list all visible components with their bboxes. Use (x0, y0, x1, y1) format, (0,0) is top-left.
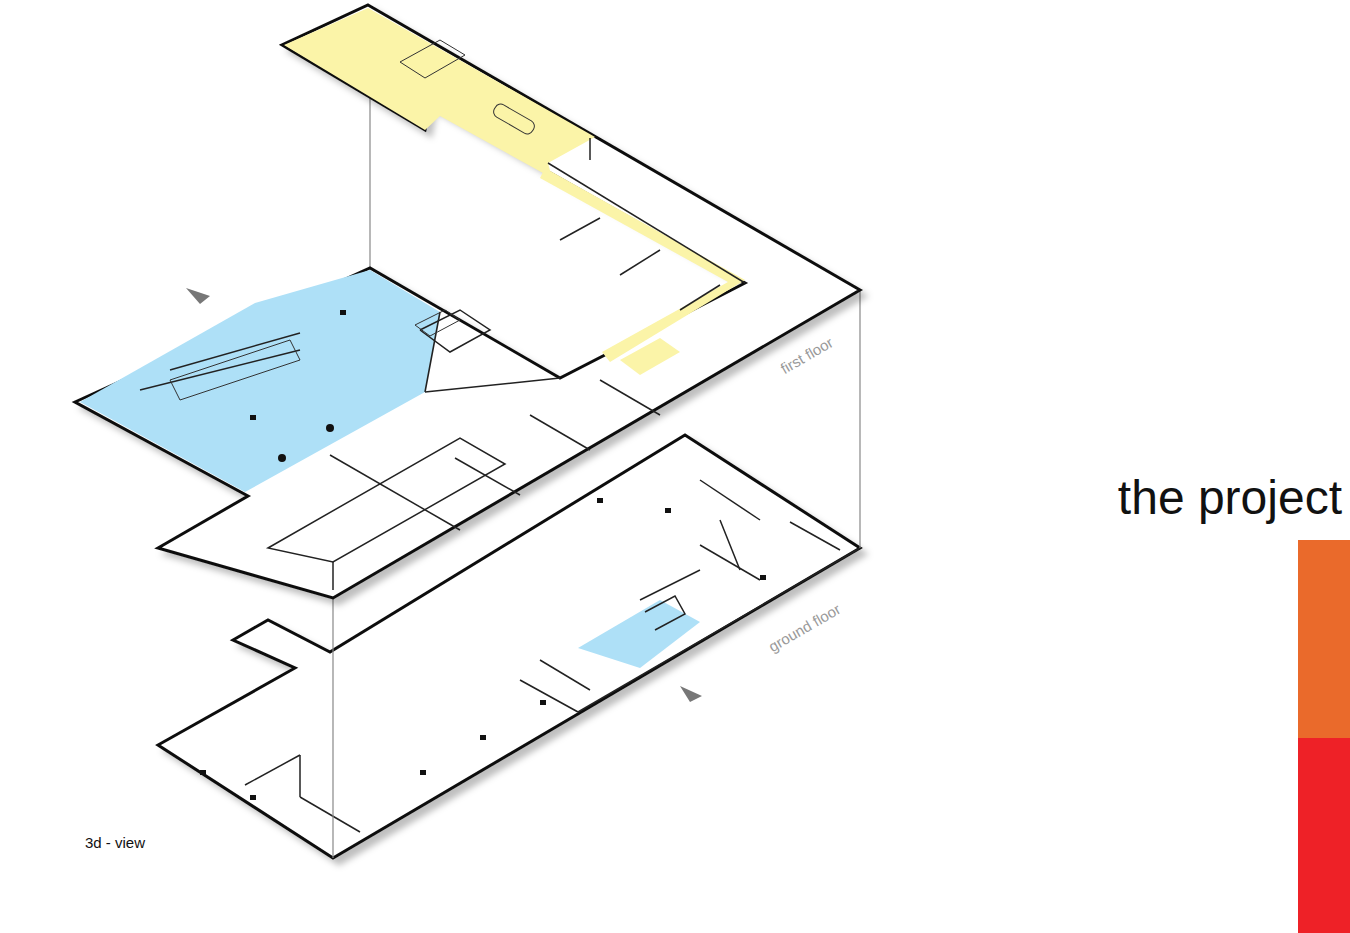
red-bar (1298, 738, 1350, 933)
floor-label: ground floor (766, 600, 844, 655)
slide-title: the project (1118, 470, 1342, 525)
orange-bar (1298, 540, 1350, 738)
entrance-arrow (680, 686, 702, 702)
entrance-arrow (186, 288, 210, 304)
first-floor-plan (75, 5, 860, 598)
floor-label: first floor (778, 334, 836, 377)
view-caption: 3d - view (85, 834, 145, 851)
